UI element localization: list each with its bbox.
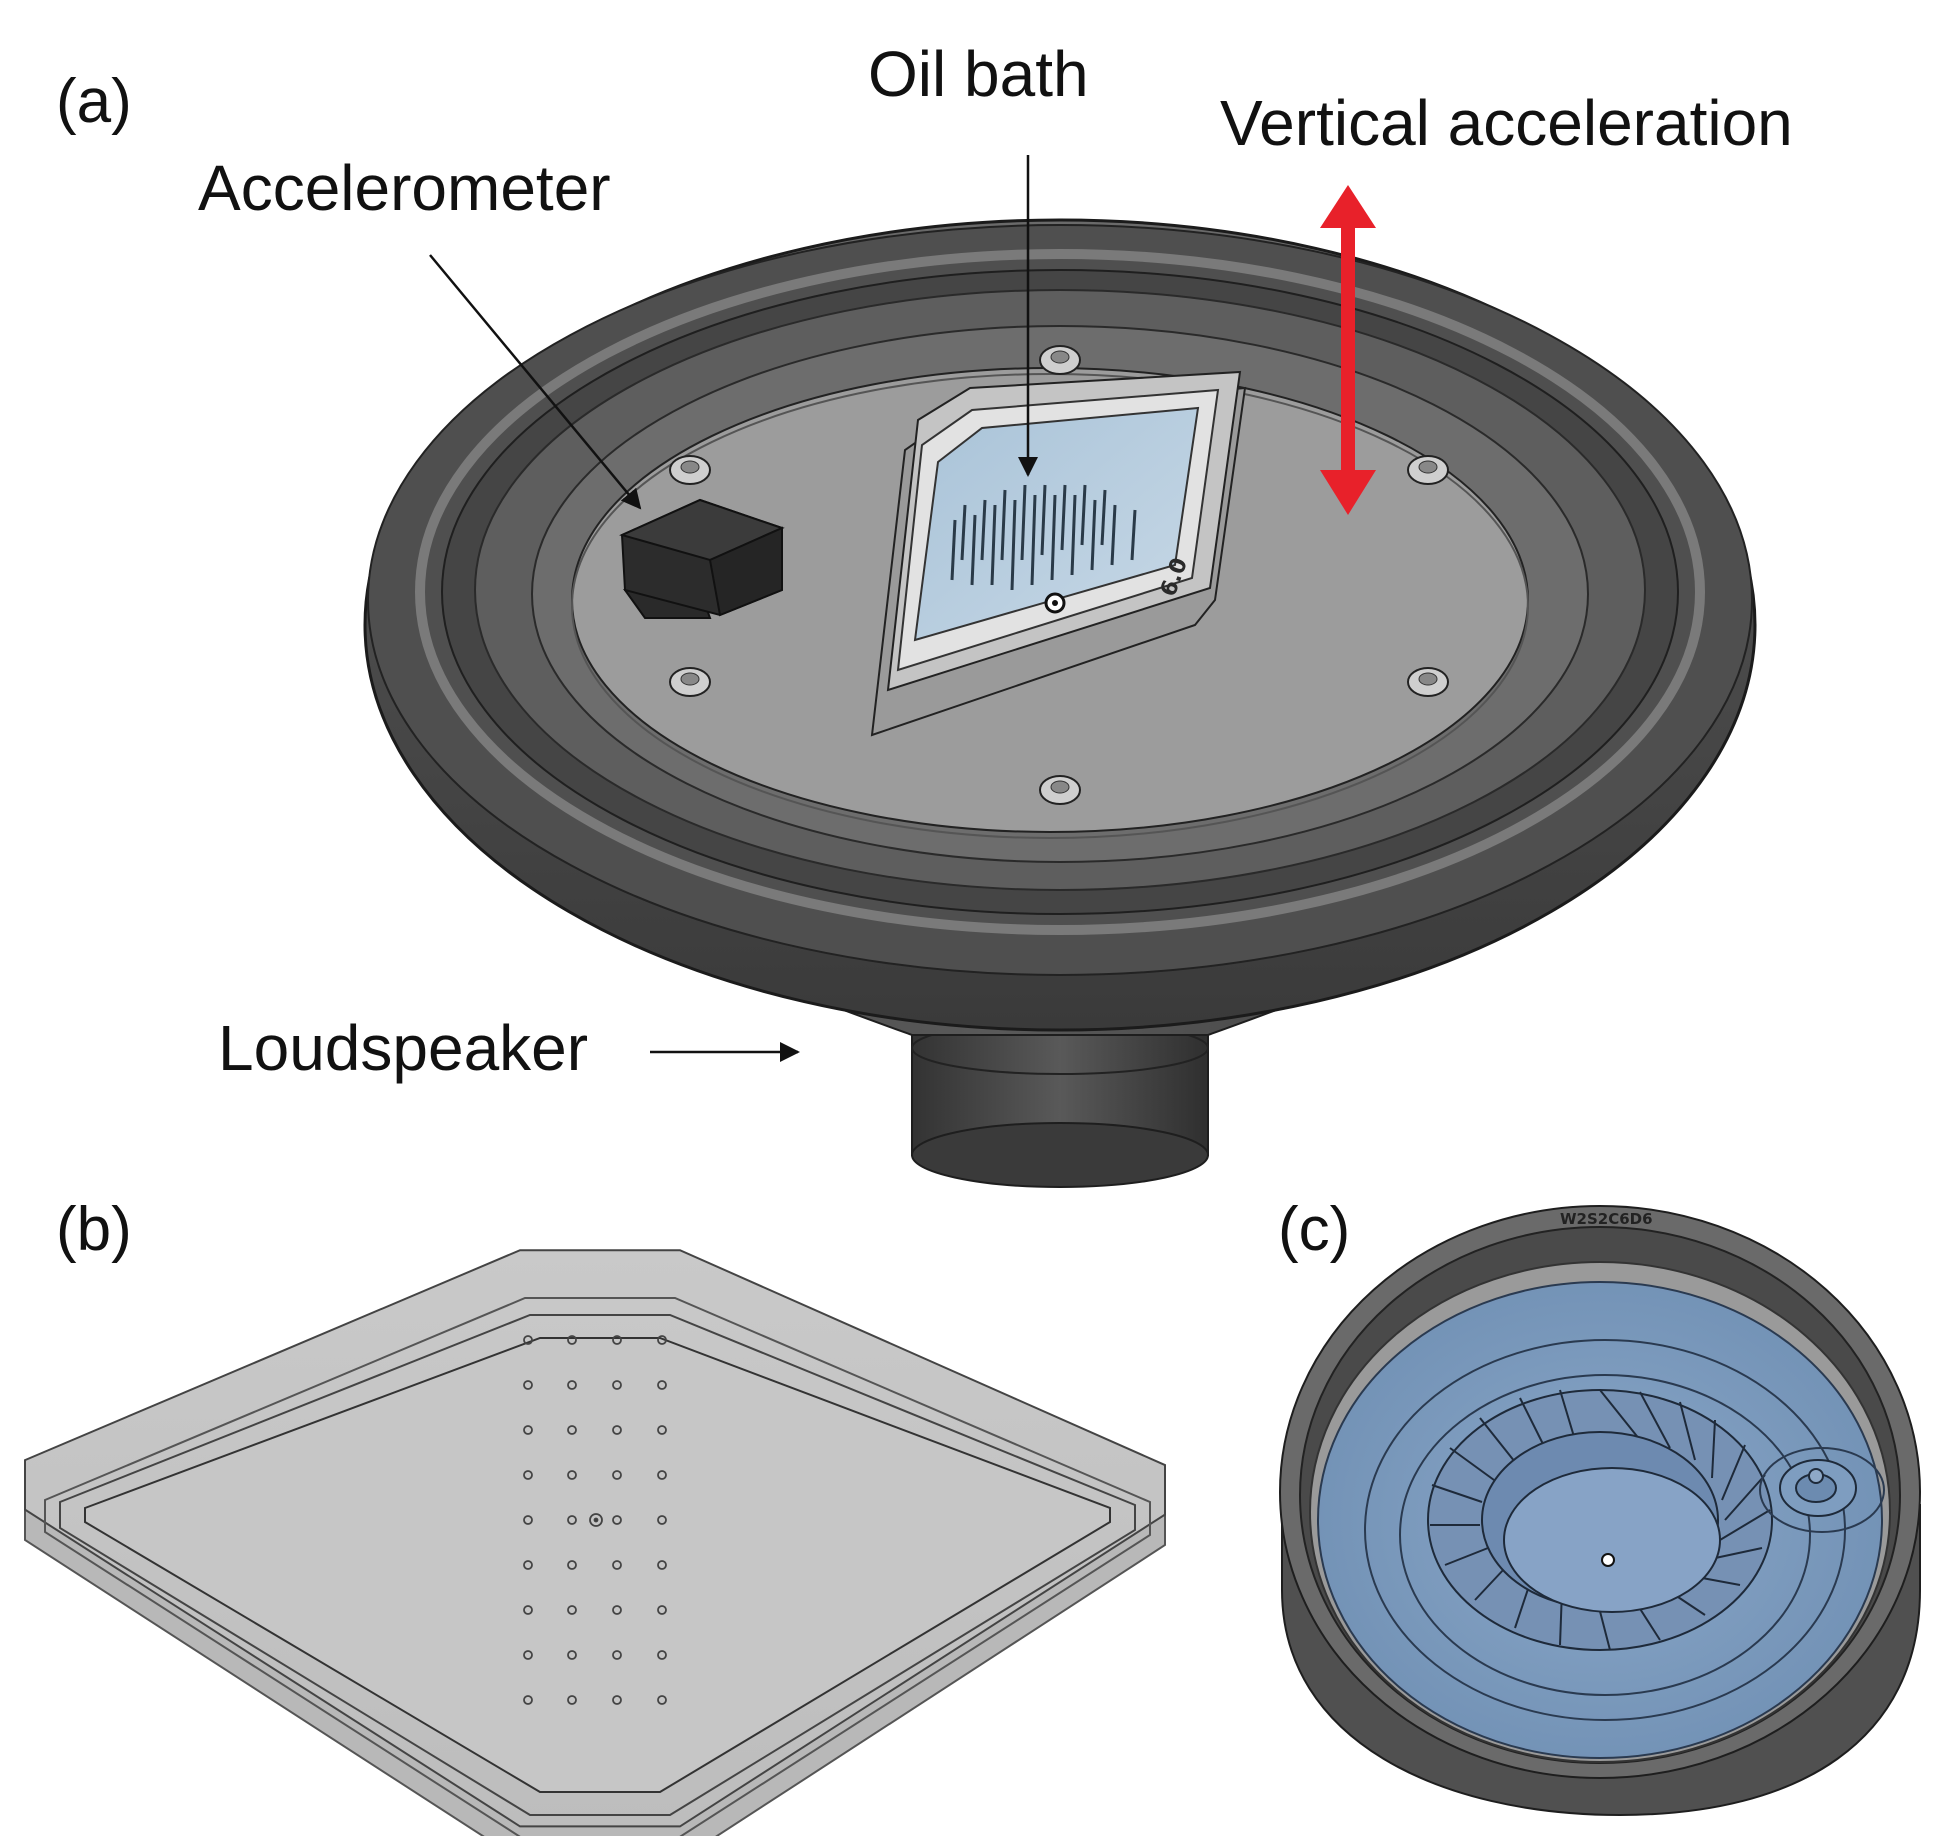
panel-c-label: (c) (1278, 1195, 1350, 1264)
pillar-grid (523, 1335, 667, 1705)
mounting-nuts (669, 345, 1449, 805)
vertical-acceleration-arrow (1320, 185, 1376, 515)
accelerometer-label: Accelerometer (198, 152, 611, 224)
circular-bath-model: W2S2C6D6 (1279, 1205, 1921, 1817)
diamond-bath-topview (24, 1249, 1166, 1836)
nut (1039, 345, 1081, 375)
rim-engraving: W2S2C6D6 (1560, 1210, 1653, 1228)
nut (669, 667, 711, 697)
panel-b: (b) (24, 1195, 1166, 1836)
panel-a: (a) (56, 38, 1793, 1188)
accelerometer-model (619, 498, 785, 619)
panel-c: (c) (1278, 1195, 1921, 1817)
accelerometer-pointer (429, 254, 642, 510)
probe-holder (1759, 1447, 1885, 1533)
nut (669, 455, 711, 485)
oil-bath-model: 6.0 (870, 370, 1247, 737)
nut (1407, 667, 1449, 697)
panel-b-label: (b) (56, 1195, 132, 1264)
nut (1039, 775, 1081, 805)
spiral-vane-ring (1427, 1389, 1773, 1651)
loudspeaker-label: Loudspeaker (218, 1012, 588, 1084)
panel-a-label: (a) (56, 67, 132, 136)
vertical-acceleration-label: Vertical acceleration (1220, 87, 1793, 159)
nut (1407, 455, 1449, 485)
oil-bath-label: Oil bath (868, 38, 1089, 110)
pillar-array (950, 484, 1137, 591)
